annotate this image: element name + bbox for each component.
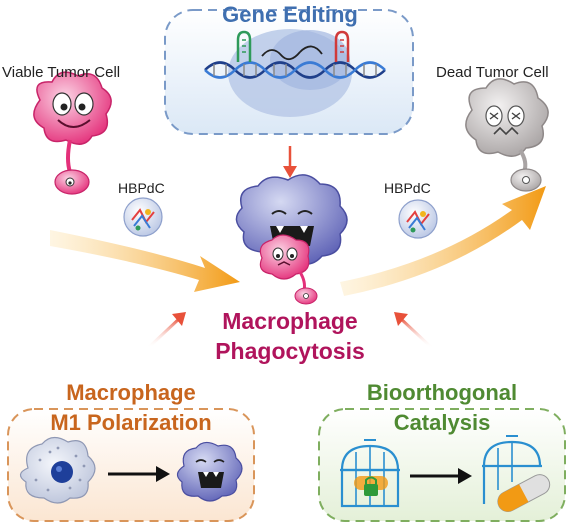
m1-polarization-panel bbox=[7, 408, 255, 522]
m1-title-line1: Macrophage bbox=[66, 380, 196, 405]
bioorthogonal-title: Bioorthogonal Catalysis bbox=[342, 378, 542, 438]
bio-title-line2: Catalysis bbox=[393, 410, 491, 435]
dead-tumor-cell bbox=[465, 78, 549, 192]
m1-arrow bbox=[146, 312, 186, 350]
viable-tumor-cell-label: Viable Tumor Cell bbox=[2, 64, 121, 81]
central-macrophage bbox=[235, 174, 348, 305]
right-flow-arrow bbox=[340, 186, 546, 296]
dead-tumor-cell-label: Dead Tumor Cell bbox=[436, 64, 549, 81]
hbpdc-label-left: HBPdC bbox=[118, 180, 165, 196]
left-flow-arrow bbox=[50, 230, 240, 292]
hbpdc-bead-left bbox=[123, 197, 163, 237]
m1-polarization-title: Macrophage M1 Polarization bbox=[16, 378, 246, 438]
macrophage-phagocytosis-title: Macrophage Phagocytosis bbox=[190, 306, 390, 366]
center-title-line1: Macrophage bbox=[222, 308, 358, 334]
hbpdc-label-right: HBPdC bbox=[384, 180, 431, 196]
m1-title-line2: M1 Polarization bbox=[50, 410, 212, 435]
bio-title-line1: Bioorthogonal bbox=[366, 380, 518, 405]
gene-editing-panel bbox=[164, 9, 414, 135]
center-title-line2: Phagocytosis bbox=[215, 338, 365, 364]
hbpdc-bead-right bbox=[398, 199, 438, 239]
gene-editing-title: Gene Editing bbox=[222, 2, 358, 27]
bio-arrow bbox=[394, 312, 434, 350]
bioorthogonal-panel bbox=[318, 408, 566, 522]
viable-tumor-cell bbox=[33, 71, 112, 195]
down-arrow bbox=[283, 146, 297, 178]
